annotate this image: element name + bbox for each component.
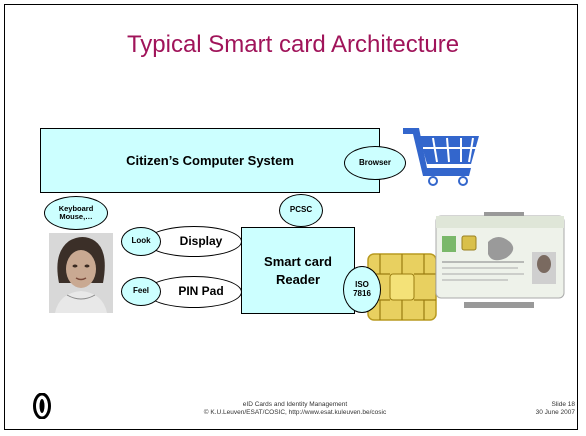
browser-oval: Browser [344,146,406,180]
iso-number-label: 7816 [353,288,371,298]
footer-line1: eID Cards and Identity Management [242,401,348,408]
reader-label-line2: Reader [275,271,321,287]
shopping-cart-icon [403,128,479,186]
display-label: Display [179,233,223,248]
slide-date: 30 June 2007 [535,409,575,417]
keyboard-mouse-oval: Keyboard Mouse,… [44,196,108,230]
feel-oval: Feel [121,277,161,306]
reader-label-line1: Smart card [264,253,332,269]
eid-card [435,212,565,308]
feel-label: Feel [132,286,149,296]
pcsc-oval: PCSC [279,194,323,227]
slide-number: Slide 18 [551,401,576,408]
look-oval: Look [121,227,161,256]
citizens-computer-system-label: Citizen’s Computer System [126,153,294,168]
pin-pad-label: PIN Pad [178,284,224,299]
display-oval: Display [146,226,242,257]
cosic-logo [33,393,51,419]
smart-card-reader-box: Smart card Reader [241,227,355,314]
citizens-computer-system-box: Citizen’s Computer System [40,128,380,193]
footer-right: Slide 18 30 June 2007 [505,401,575,417]
browser-label: Browser [358,157,391,167]
footer-center: eID Cards and Identity Management © K.U.… [150,401,440,417]
person-photo [49,233,113,313]
pin-pad-oval: PIN Pad [146,276,242,308]
iso-label: ISO [355,279,369,289]
footer-line2: © K.U.Leuven/ESAT/COSIC, http://www.esat… [203,409,387,417]
slide-title: Typical Smart card Architecture [126,31,460,58]
iso-7816-oval: ISO 7816 [343,266,381,313]
mouse-label: Mouse,… [59,212,93,221]
pcsc-label: PCSC [289,205,313,215]
look-label: Look [131,236,151,246]
keyboard-label: Keyboard [58,203,94,213]
